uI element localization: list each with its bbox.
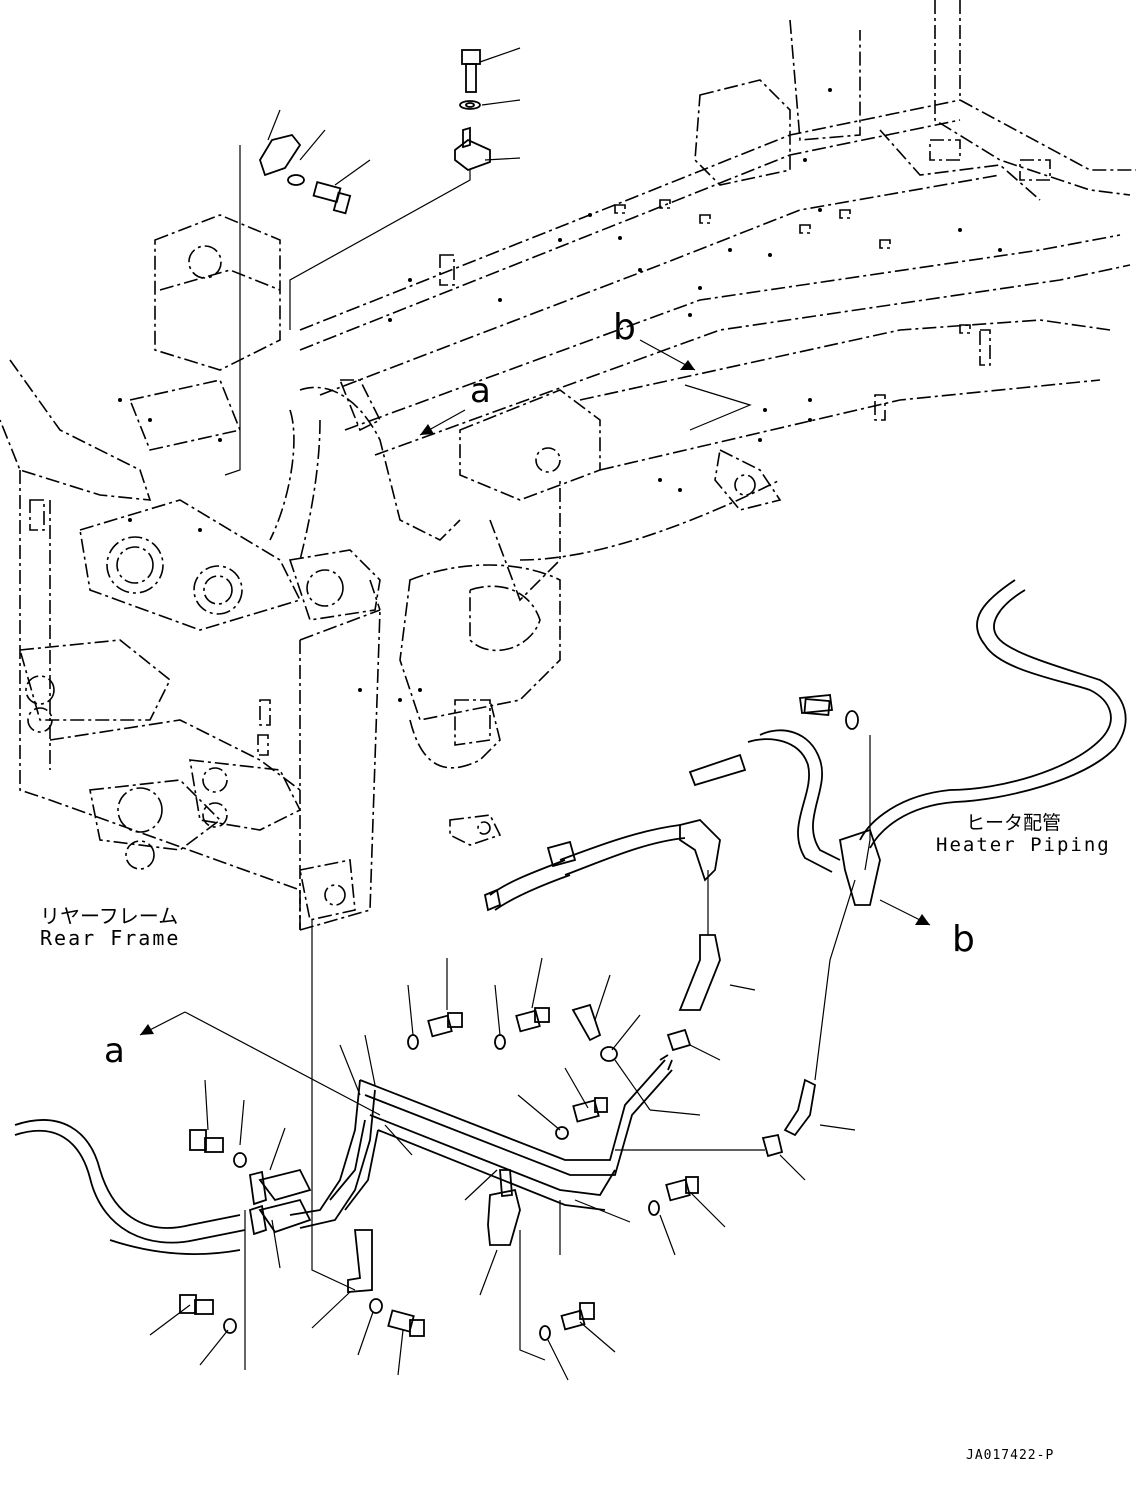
leader-lines [139, 47, 931, 1381]
heater-piping-label-en: Heater Piping [936, 834, 1111, 856]
frame-rivets [118, 88, 1002, 702]
lower-hardware [179, 698, 831, 1341]
heater-piping-label-jp: ヒータ配管 [966, 812, 1062, 834]
drawing-code: JA017422-P [966, 1448, 1055, 1463]
rear-frame-label-jp: リヤーフレーム [40, 904, 179, 928]
top-hardware [259, 49, 491, 215]
rear-frame-drawing [0, 0, 1136, 931]
ref-b-lower: b [952, 919, 975, 960]
heater-piping-drawing [489, 579, 1127, 1011]
rear-frame-label-en: Rear Frame [40, 926, 181, 950]
ref-a-upper: a [470, 371, 491, 411]
pipe-assembly-drawing [14, 1054, 816, 1293]
ref-b-upper: b [613, 307, 636, 348]
ref-a-lower: a [104, 1031, 125, 1071]
arrowheads [140, 360, 930, 1035]
